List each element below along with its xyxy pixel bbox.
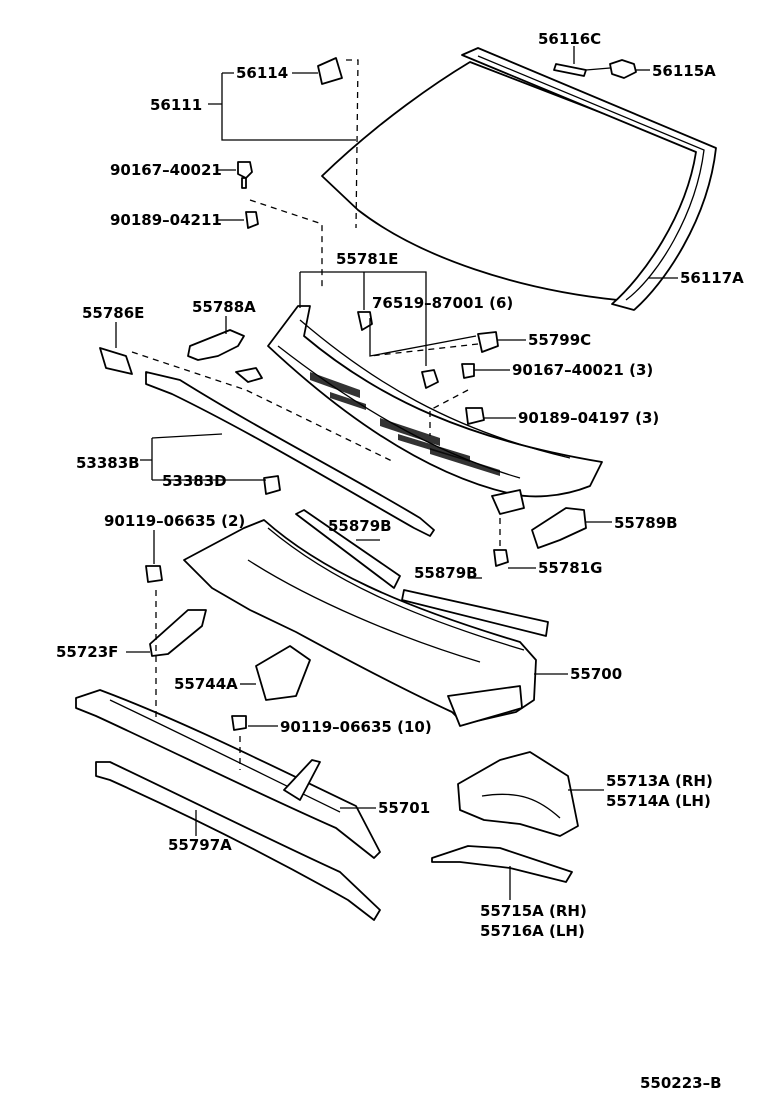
weatherstrip-upper: [295, 509, 401, 589]
label-90189-04211: 90189–04211: [110, 211, 222, 229]
leader-lines: [115, 46, 678, 900]
label-90119-06635-10: 90119–06635 (10): [280, 718, 432, 736]
label-55789B: 55789B: [614, 514, 678, 532]
label-56115A: 56115A: [652, 62, 716, 80]
cowl-inner-panel: [75, 689, 381, 859]
label-55797A: 55797A: [168, 836, 232, 854]
label-53383D: 53383D: [162, 472, 227, 490]
mirror-bracket-parts: [317, 57, 637, 85]
label-90189-04197-3: 90189–04197 (3): [518, 409, 660, 427]
label-55781G: 55781G: [538, 559, 603, 577]
label-90167-40021: 90167–40021: [110, 161, 222, 179]
label-76519-87001: 76519–87001 (6): [372, 294, 514, 312]
label-55716A: 55716A (LH): [480, 922, 585, 940]
label-56116C: 56116C: [538, 30, 602, 48]
weatherstrip-lower: [401, 589, 549, 637]
cowl-seal: [95, 761, 381, 921]
label-55781E: 55781E: [336, 250, 399, 268]
clips-left: [237, 161, 259, 229]
assembly-lines: [131, 59, 501, 770]
label-55788A: 55788A: [192, 298, 256, 316]
bracket-55744A: [255, 645, 311, 701]
label-56114: 56114: [236, 64, 289, 82]
bolts: [145, 549, 509, 731]
figure-code: 550223–B: [640, 1074, 722, 1092]
label-55786E: 55786E: [82, 304, 145, 322]
label-55879B-upper: 55879B: [328, 517, 392, 535]
label-55744A: 55744A: [174, 675, 238, 693]
bracket-55788A: [187, 329, 245, 361]
windshield-moulding: [461, 47, 717, 311]
clips-right: [263, 311, 499, 495]
label-53383B: 53383B: [76, 454, 140, 472]
bracket-55789B: [531, 507, 587, 549]
bracket-55786E: [99, 347, 133, 375]
label-55879B-lower: 55879B: [414, 564, 478, 582]
label-56117A: 56117A: [680, 269, 744, 287]
louver-vents: [310, 372, 500, 476]
side-bracket-55715A: [431, 845, 573, 883]
bracket-55723F: [149, 609, 207, 657]
cowl-panel: [183, 519, 537, 727]
label-55723F: 55723F: [56, 643, 119, 661]
label-90119-06635-2: 90119–06635 (2): [104, 512, 246, 530]
label-55701: 55701: [378, 799, 431, 817]
label-55700: 55700: [570, 665, 623, 683]
label-55713A: 55713A (RH): [606, 772, 713, 790]
label-56111: 56111: [150, 96, 203, 114]
label-90167-40021-3: 90167–40021 (3): [512, 361, 654, 379]
label-55799C: 55799C: [528, 331, 592, 349]
label-55715A: 55715A (RH): [480, 902, 587, 920]
side-bracket-55713A: [457, 751, 579, 837]
hood-seal: [145, 371, 435, 537]
label-55714A: 55714A (LH): [606, 792, 711, 810]
